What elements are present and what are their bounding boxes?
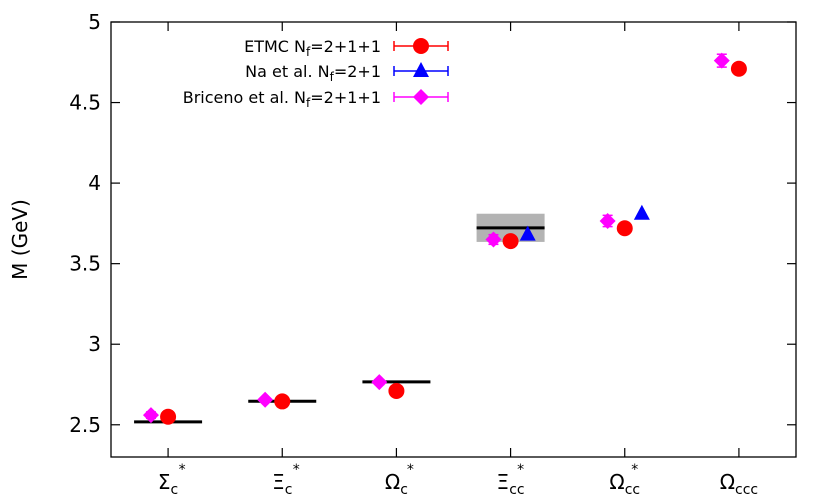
x-tick-label: Ωcc: [609, 470, 640, 498]
y-tick-label: 5: [88, 10, 101, 34]
data-point: [713, 52, 730, 69]
data-point: [730, 60, 747, 77]
data-point: [502, 233, 519, 250]
y-tick-label: 4.5: [69, 91, 101, 115]
y-tick-label: 3.5: [69, 252, 101, 276]
x-tick-label-superscript: *: [179, 462, 186, 478]
y-tick-label: 4: [88, 171, 101, 195]
x-tick-label: Ωccc: [720, 470, 758, 498]
legend-label: ETMC Nf=2+1+1: [244, 37, 381, 59]
data-point: [257, 391, 274, 408]
x-tick-label: Ωc: [385, 470, 408, 498]
data-point: [485, 231, 502, 248]
x-tick-label-superscript: *: [631, 462, 638, 478]
x-tick-label: Ξc: [272, 470, 292, 498]
x-tick-label-superscript: *: [517, 462, 524, 478]
data-point: [388, 382, 405, 399]
data-point: [633, 204, 650, 220]
data-point: [519, 225, 536, 241]
x-tick-label: Σc: [158, 470, 178, 498]
data-point: [371, 374, 388, 391]
x-tick-label-superscript: *: [407, 462, 414, 478]
data-point: [274, 393, 291, 410]
legend-label: Na et al. Nf=2+1: [245, 62, 381, 84]
data-point: [616, 220, 633, 237]
y-tick-label: 3: [88, 332, 101, 356]
data-point: [599, 212, 616, 229]
x-tick-label-superscript: *: [293, 462, 300, 478]
plot-frame: [110, 21, 797, 458]
y-tick-label: 2.5: [69, 413, 101, 437]
legend-label: Briceno et al. Nf=2+1+1: [183, 88, 381, 110]
data-point: [142, 407, 159, 424]
legend-marker: [413, 38, 429, 54]
x-tick-label: Ξcc: [497, 470, 525, 498]
legend-marker: [413, 89, 429, 105]
legend-marker: [413, 62, 429, 77]
y-axis-label: M (GeV): [8, 199, 32, 280]
data-point: [160, 408, 177, 425]
